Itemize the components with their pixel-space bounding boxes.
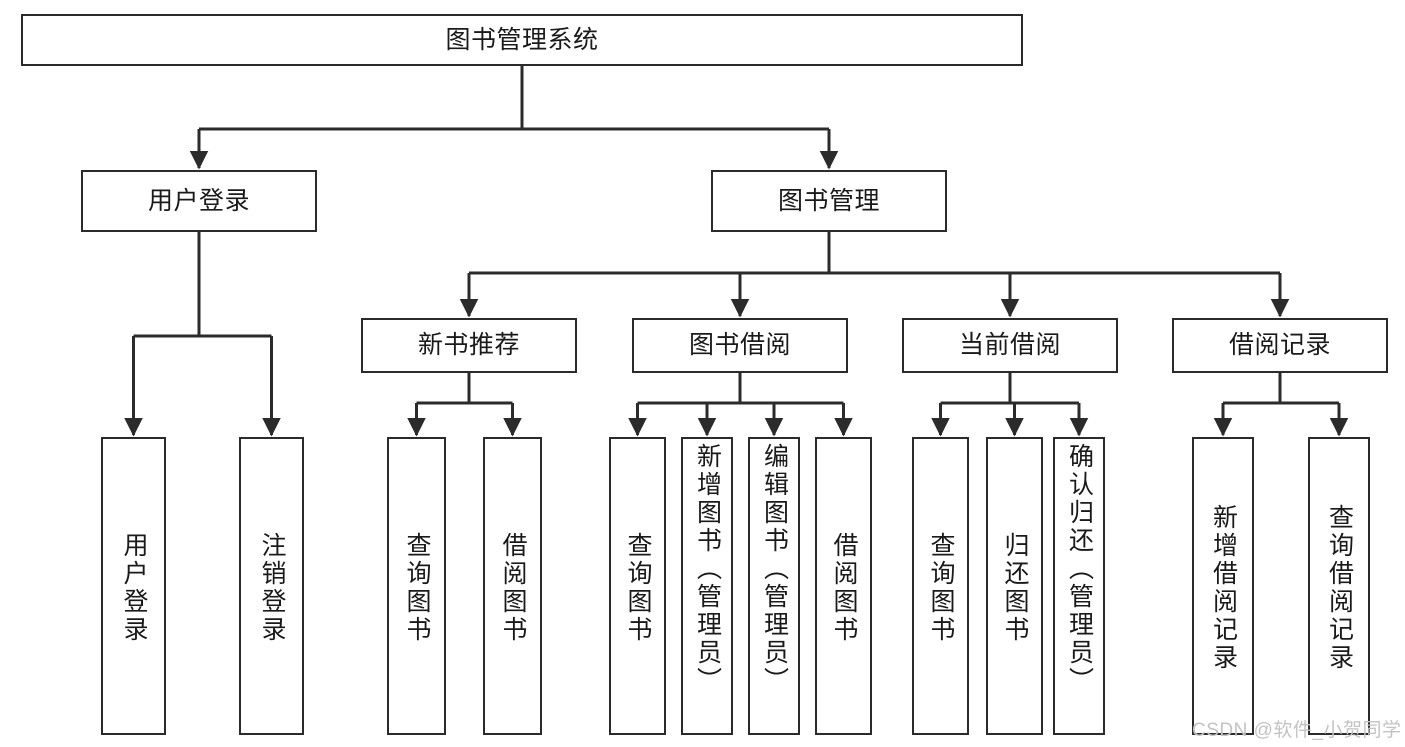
node-leaf-query-book-1: 查询图书	[387, 437, 446, 735]
node-leaf-borrow-book-1: 借阅图书	[483, 437, 542, 735]
node-label-borrow-record: 借阅记录	[1228, 331, 1331, 360]
node-label-leaf-return-book: 归还图书	[1001, 532, 1029, 644]
node-leaf-confirm-return-admin: 确认归还（管理员）	[1053, 437, 1105, 735]
node-label-leaf-user-login: 用户登录	[120, 532, 148, 644]
node-leaf-edit-book-admin: 编辑图书（管理员）	[748, 437, 800, 735]
node-label-leaf-add-book-admin: 新增图书（管理员）	[693, 443, 722, 695]
node-leaf-query-book-2: 查询图书	[609, 437, 666, 735]
node-label-leaf-query-book-1: 查询图书	[403, 532, 431, 644]
node-borrow-record: 借阅记录	[1172, 318, 1388, 373]
node-label-leaf-add-borrow-record: 新增借阅记录	[1209, 504, 1238, 672]
node-leaf-user-logout: 注销登录	[239, 437, 304, 735]
node-label-root: 图书管理系统	[445, 25, 599, 54]
node-label-user-login: 用户登录	[147, 186, 250, 215]
node-label-leaf-user-logout: 注销登录	[258, 532, 286, 644]
node-label-book-borrow: 图书借阅	[688, 331, 791, 360]
node-leaf-return-book: 归还图书	[986, 437, 1043, 735]
csdn-watermark: CSDN @软件_小贺同学	[1192, 720, 1402, 741]
node-book-borrow: 图书借阅	[632, 318, 848, 373]
node-leaf-add-borrow-record: 新增借阅记录	[1192, 437, 1254, 735]
node-label-leaf-query-book-2: 查询图书	[624, 532, 652, 644]
node-leaf-query-borrow-record: 查询借阅记录	[1308, 437, 1370, 735]
node-label-new-book-recommend: 新书推荐	[417, 331, 520, 360]
node-root: 图书管理系统	[21, 14, 1023, 66]
node-label-current-borrow: 当前借阅	[958, 331, 1061, 360]
node-label-leaf-borrow-book-1: 借阅图书	[499, 532, 527, 644]
node-label-leaf-query-borrow-record: 查询借阅记录	[1325, 504, 1354, 672]
node-new-book-recommend: 新书推荐	[361, 318, 577, 373]
node-leaf-borrow-book-2: 借阅图书	[815, 437, 872, 735]
node-label-leaf-confirm-return-admin: 确认归还（管理员）	[1065, 443, 1094, 695]
node-label-leaf-edit-book-admin: 编辑图书（管理员）	[760, 443, 789, 695]
node-current-borrow: 当前借阅	[902, 318, 1118, 373]
node-label-leaf-borrow-book-2: 借阅图书	[830, 532, 858, 644]
node-leaf-add-book-admin: 新增图书（管理员）	[681, 437, 733, 735]
node-label-book-manage: 图书管理	[777, 186, 880, 215]
node-label-leaf-query-book-3: 查询图书	[927, 532, 955, 644]
node-user-login: 用户登录	[81, 170, 317, 232]
node-book-manage: 图书管理	[711, 170, 947, 232]
node-leaf-query-book-3: 查询图书	[912, 437, 969, 735]
node-leaf-user-login: 用户登录	[101, 437, 166, 735]
